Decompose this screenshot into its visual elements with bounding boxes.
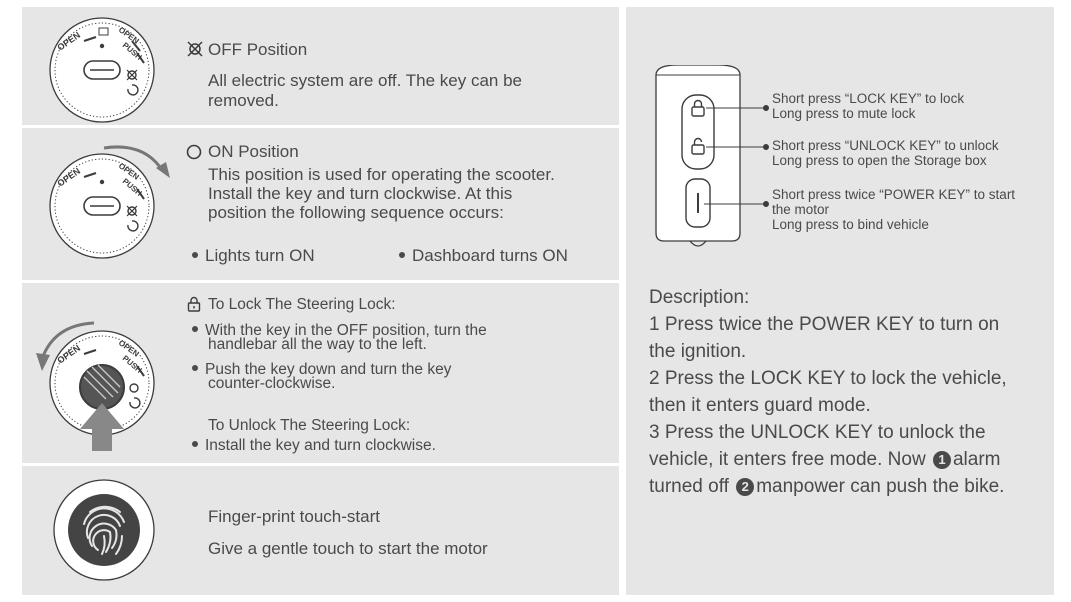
- fingerprint-section: Finger-print touch-start Give a gentle t…: [22, 466, 619, 595]
- power-circle-icon: [186, 144, 202, 160]
- number-1-badge: 1: [932, 451, 951, 469]
- unlock-step1: Install the key and turn clockwise.: [192, 438, 436, 453]
- lock-key-note-line1: Short press “LOCK KEY” to lock: [772, 91, 965, 106]
- unlock-title: To Unlock The Steering Lock:: [208, 417, 411, 434]
- power-key-note-line2: the motor: [772, 202, 830, 217]
- on-bullet-lights: Lights turn ON: [192, 246, 315, 265]
- lock-key-icon: [691, 99, 705, 117]
- on-position-line3: position the following sequence occurs:: [208, 203, 504, 222]
- padlock-icon: [187, 296, 201, 312]
- description-line4: then it enters guard mode.: [649, 395, 871, 416]
- on-position-section: OPEN OPEN PUSH ON Position This position…: [22, 128, 619, 280]
- off-position-body-line1: All electric system are off. The key can…: [208, 71, 523, 90]
- ignition-dial-on-icon: OPEN OPEN PUSH: [49, 145, 170, 259]
- off-position-title: OFF Position: [208, 40, 308, 59]
- left-panel: OPEN OPEN PUSH OFF Position All electric…: [22, 7, 619, 595]
- steering-off-icon: [187, 41, 203, 57]
- lock-title: To Lock The Steering Lock:: [208, 296, 396, 313]
- fingerprint-title: Finger-print touch-start: [208, 507, 380, 526]
- on-position-line2: Install the key and turn clockwise. At t…: [208, 184, 513, 203]
- unlock-key-icon: [691, 137, 705, 155]
- description-line5: 3 Press the UNLOCK KEY to unlock the: [649, 422, 986, 443]
- power-key-note-line1: Short press twice “POWER KEY” to start: [772, 187, 1016, 202]
- ignition-dial-off-icon: OPEN OPEN PUSH: [49, 17, 155, 123]
- steering-lock-section: OPEN OPEN PUSH To Lock The Steering Lock…: [22, 283, 619, 463]
- number-2-badge: 2: [736, 478, 755, 496]
- lock-key-note-line2: Long press to mute lock: [772, 106, 916, 121]
- description-line1: 1 Press twice the POWER KEY to turn on: [649, 314, 1000, 335]
- right-panel: Short press “LOCK KEY” to lock Long pres…: [626, 7, 1054, 595]
- off-position-section: OPEN OPEN PUSH OFF Position All electric…: [22, 7, 619, 125]
- power-key-note-line3: Long press to bind vehicle: [772, 217, 929, 232]
- description-line2: the ignition.: [649, 341, 747, 362]
- on-position-line1: This position is used for operating the …: [208, 165, 555, 184]
- lock-step1-line2: handlebar all the way to the left.: [208, 336, 427, 353]
- callout-lines: [704, 105, 769, 207]
- fingerprint-icon: [53, 479, 155, 581]
- on-bullet-dashboard: Dashboard turns ON: [399, 246, 568, 265]
- description-heading: Description:: [649, 287, 750, 308]
- lock-step2-line1: Push the key down and turn the key: [192, 362, 451, 377]
- ignition-dial-lock-icon: OPEN OPEN PUSH: [36, 321, 155, 451]
- fingerprint-body: Give a gentle touch to start the motor: [208, 539, 488, 558]
- lock-step1-line1: With the key in the OFF position, turn t…: [192, 323, 487, 338]
- unlock-key-note-line1: Short press “UNLOCK KEY” to unlock: [772, 138, 999, 153]
- on-position-title: ON Position: [208, 142, 299, 161]
- description-line3: 2 Press the LOCK KEY to lock the vehicle…: [649, 368, 1007, 389]
- unlock-key-note-line2: Long press to open the Storage box: [772, 153, 987, 168]
- off-position-body-line2: removed.: [208, 91, 279, 110]
- lock-step2-line2: counter-clockwise.: [208, 375, 336, 392]
- key-fob-illustration: [655, 65, 741, 247]
